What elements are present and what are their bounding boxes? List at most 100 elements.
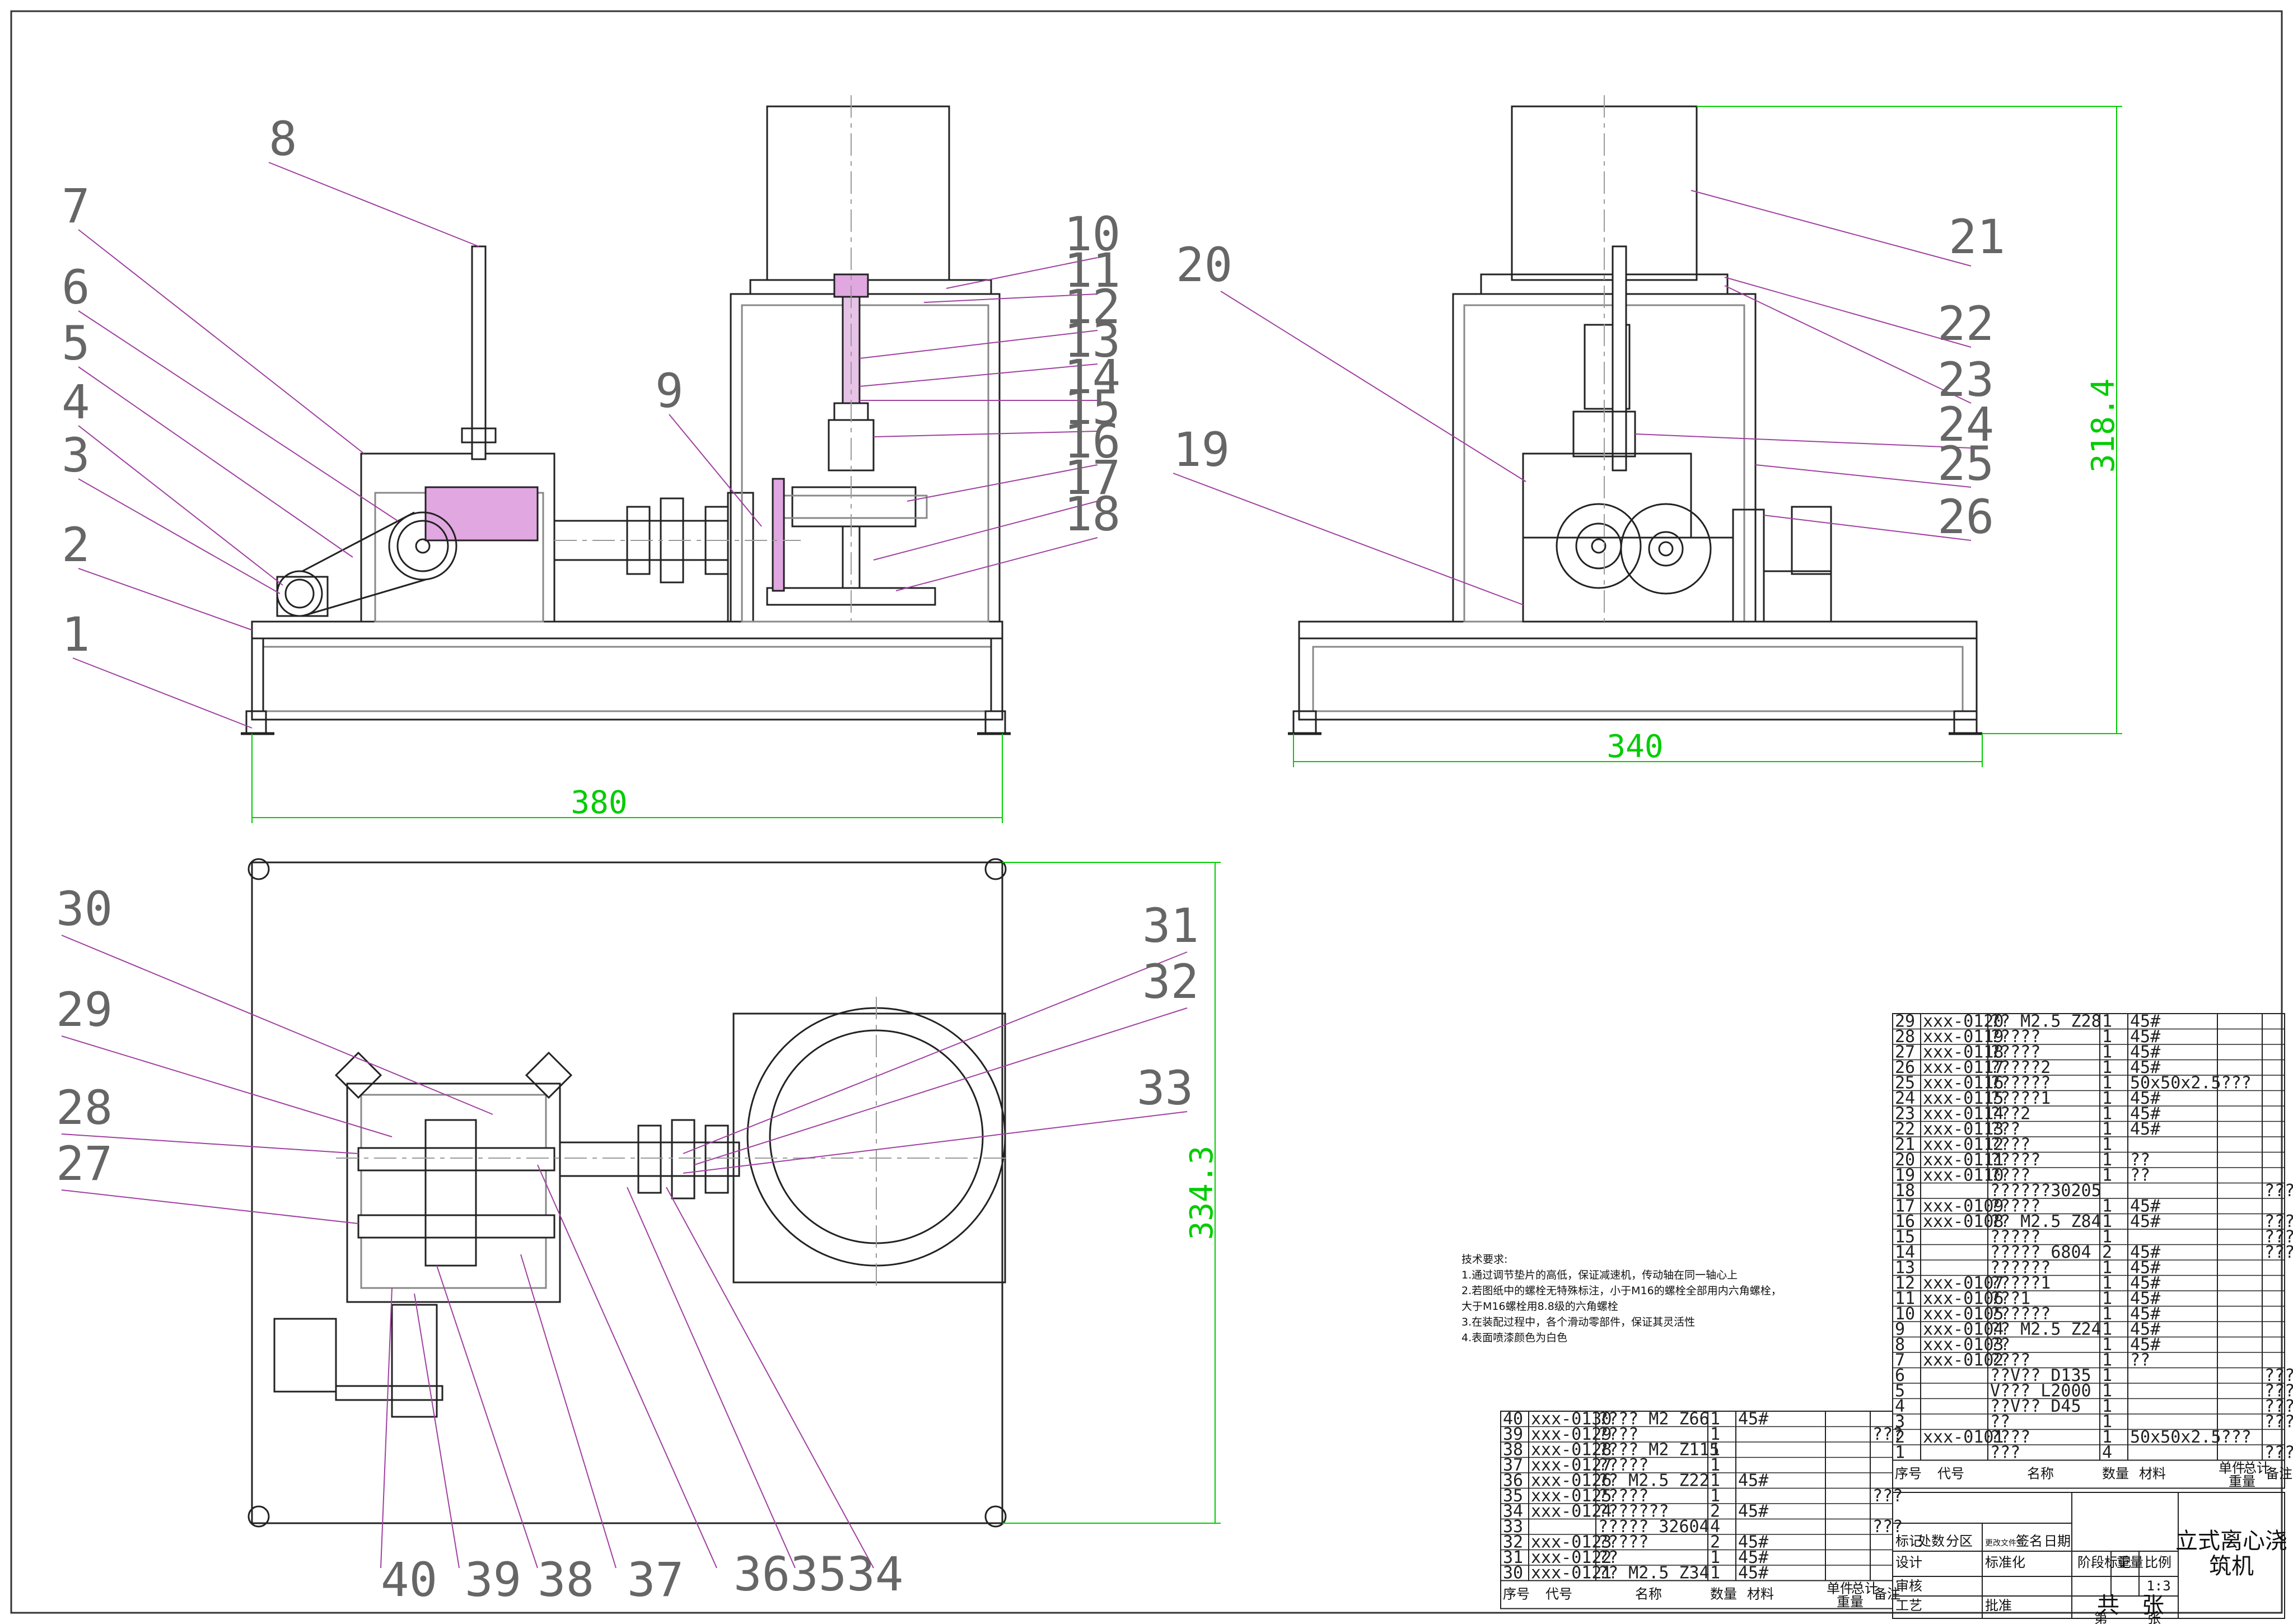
leader-31: 31	[1142, 898, 1199, 953]
dim-side-height: 318.4	[2085, 379, 2122, 473]
bom-name-31: ??	[1598, 1548, 1618, 1567]
bom-code-19: xxx-0110	[1923, 1166, 2004, 1186]
tech-note-line: 4.表面喷漆颜色为白色	[1461, 1332, 1567, 1344]
leader-6: 6	[62, 260, 90, 315]
bom-mat-13: 45#	[2130, 1258, 2160, 1278]
bom-qty-10: 1	[2102, 1304, 2112, 1324]
bom-qty-32: 2	[1710, 1533, 1720, 1552]
tb-stage-0: 阶段标记	[2077, 1555, 2131, 1570]
bom-qty-31: 1	[1710, 1548, 1720, 1567]
bom-name-12: ?????1	[1990, 1273, 2051, 1293]
bom-name-7: ????	[1990, 1351, 2030, 1370]
bom-qty-27: 1	[2102, 1043, 2112, 1062]
bom-no-21: 21	[1895, 1135, 1915, 1155]
bom-name-9: ?? M2.5 Z24	[1990, 1320, 2101, 1340]
bom-no-30: 30	[1503, 1564, 1523, 1583]
bom-qty-40: 1	[1710, 1410, 1720, 1429]
bom-name-28: ?????	[1990, 1027, 2040, 1047]
bom-name-35: ?????	[1598, 1486, 1648, 1506]
leader-30: 30	[56, 881, 113, 936]
leader-19: 19	[1173, 422, 1230, 477]
leader-39: 39	[465, 1552, 521, 1607]
bom-qty-24: 1	[2102, 1089, 2112, 1108]
bom-no-28: 28	[1895, 1027, 1915, 1047]
scale-value: 1:3	[2146, 1578, 2170, 1594]
drawing-title-line1: 立式离心浇	[2175, 1528, 2287, 1554]
bom-no-38: 38	[1503, 1440, 1523, 1460]
bom-code-30: xxx-0121	[1531, 1564, 1612, 1583]
bom-code-2: xxx-0101	[1923, 1427, 2004, 1447]
bom-qty-30: 1	[1710, 1564, 1720, 1583]
tb-r1-4: 签名	[2016, 1533, 2043, 1549]
bom-name-21: ????	[1990, 1135, 2030, 1155]
bom-mat-27: 45#	[2130, 1043, 2160, 1062]
bom-qty-23: 1	[2102, 1104, 2112, 1124]
bom-name-16: ?? M2.5 Z84	[1990, 1212, 2101, 1231]
tb-sheets-b: 张	[2142, 1593, 2164, 1618]
bom-header-qty: 数量	[1710, 1586, 1737, 1602]
bom-qty-4: 1	[2102, 1397, 2112, 1416]
bom-name-10: ??????	[1990, 1304, 2051, 1324]
bom-qty-20: 1	[2102, 1150, 2112, 1170]
leader-37: 37	[627, 1552, 684, 1607]
bom-name-24: ?????1	[1990, 1089, 2051, 1108]
bom-no-15: 15	[1895, 1228, 1915, 1247]
bom-name-25: ??????	[1990, 1074, 2051, 1093]
bom-qty-2: 1	[2102, 1427, 2112, 1447]
bom-no-9: 9	[1895, 1320, 1905, 1340]
leader-16: 16	[1064, 414, 1120, 469]
bom-name-1: ???	[1990, 1443, 2020, 1463]
bom-mat-31: 45#	[1738, 1548, 1768, 1567]
bom-mat-11: 45#	[2130, 1289, 2160, 1309]
leader-2: 2	[62, 517, 90, 572]
leader-22: 22	[1937, 296, 1994, 351]
leader-13: 13	[1064, 313, 1120, 368]
bom-note-15: ???	[2264, 1228, 2293, 1247]
bom-no-13: 13	[1895, 1258, 1915, 1278]
bom-note-39: ???	[1872, 1425, 1903, 1444]
bom-name-5: V??? L2000	[1990, 1382, 2091, 1401]
bom-code-8: xxx-0103	[1923, 1335, 2004, 1355]
bom-name-39: ????	[1598, 1425, 1638, 1444]
bom-code-32: xxx-0123	[1531, 1533, 1612, 1552]
bom-qty-7: 1	[2102, 1351, 2112, 1370]
leader-38: 38	[538, 1552, 594, 1607]
bom-code-40: xxx-0130	[1531, 1410, 1612, 1429]
leader-14: 14	[1064, 349, 1120, 404]
bom-header-mat: 材料	[2139, 1466, 2166, 1482]
bom-name-29: ?? M2.5 Z28	[1990, 1012, 2101, 1032]
tech-note-line: 技术要求:	[1461, 1253, 1507, 1266]
bom-mat-9: 45#	[2130, 1320, 2160, 1340]
bom-qty-26: 1	[2102, 1058, 2112, 1077]
bom-mat-17: 45#	[2130, 1197, 2160, 1216]
tech-note-line: 2.若图纸中的螺栓无特殊标注，小于M16的螺栓全部用内六角螺栓，	[1461, 1285, 1782, 1297]
bom-header-note: 备注	[2266, 1466, 2292, 1482]
bom-no-27: 27	[1895, 1043, 1915, 1062]
side-leader-lines	[1173, 190, 1972, 605]
leader-21: 21	[1949, 209, 2005, 264]
bom-no-6: 6	[1895, 1366, 1905, 1385]
bom-mat-28: 45#	[2130, 1027, 2160, 1047]
bom-mat-23: 45#	[2130, 1104, 2160, 1124]
bom-note-4: ???	[2264, 1397, 2293, 1416]
bom-code-12: xxx-0107	[1923, 1273, 2004, 1293]
bom-no-5: 5	[1895, 1382, 1905, 1401]
tb-r4-0: 工艺	[1895, 1598, 1922, 1613]
leader-20: 20	[1176, 237, 1232, 292]
dim-plan-height: 334.3	[1184, 1146, 1220, 1240]
tb-sheets-c: 第	[2094, 1611, 2108, 1624]
bom-code-36: xxx-0126	[1531, 1471, 1612, 1491]
bom-no-7: 7	[1895, 1351, 1905, 1370]
bom-qty-5: 1	[2102, 1382, 2112, 1401]
leader-33: 33	[1137, 1061, 1193, 1116]
leader-15: 15	[1064, 380, 1120, 435]
bom-code-37: xxx-0127	[1531, 1455, 1612, 1475]
bom-no-29: 29	[1895, 1012, 1915, 1032]
bom-header-code: 代号	[1545, 1586, 1572, 1602]
bom-code-21: xxx-0112	[1923, 1135, 2004, 1155]
bom-header-no: 序号	[1895, 1466, 1922, 1482]
bom-code-34: xxx-0124	[1531, 1502, 1612, 1522]
plan-centerlines	[336, 997, 1008, 1288]
bom-header-name: 名称	[2027, 1466, 2054, 1482]
bom-no-17: 17	[1895, 1197, 1915, 1216]
